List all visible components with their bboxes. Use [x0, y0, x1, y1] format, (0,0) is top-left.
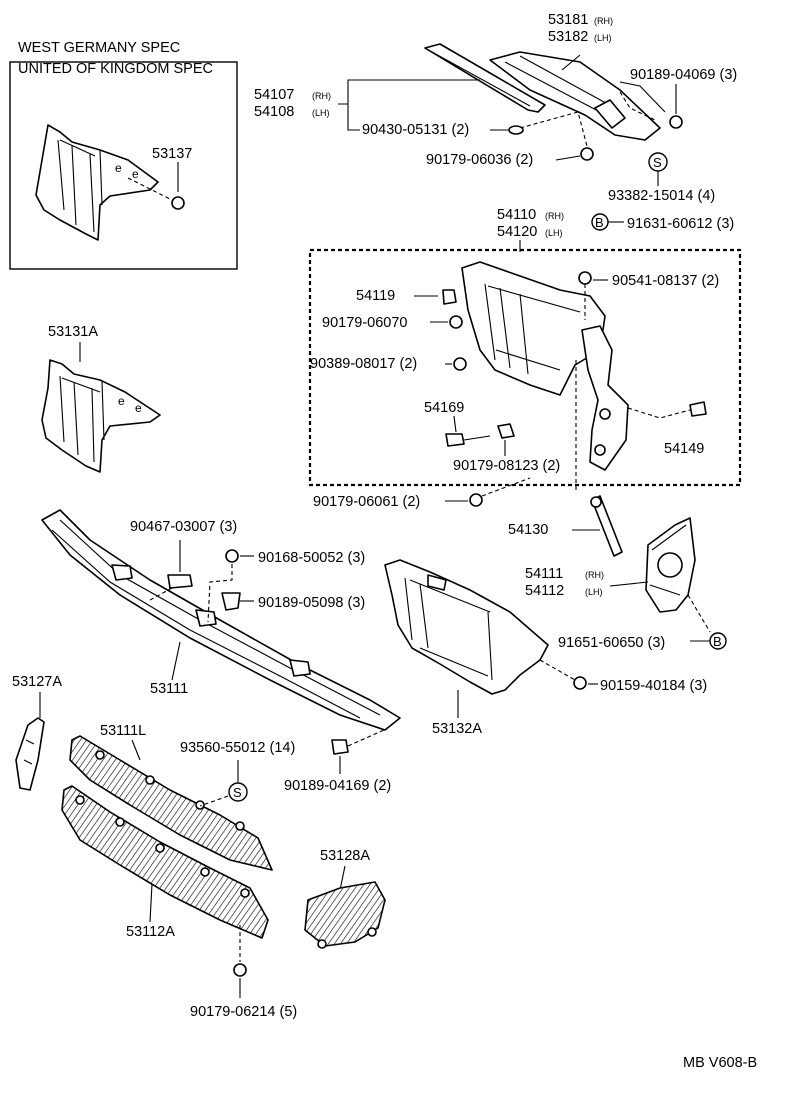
label-54120-side: (LH)	[545, 228, 563, 238]
upper-panel-group: 53111 90467-03007 (3) 90168-50052 (3) 90…	[41, 509, 401, 731]
label-54111: 54111	[525, 566, 563, 582]
label-54130: 54130	[508, 522, 548, 538]
label-93382-15014: 93382-15014 (4)	[608, 188, 715, 204]
variant-title-line2: UNITED OF KINGDOM SPEC	[18, 61, 213, 77]
label-90159-40184: 90159-40184 (3)	[600, 678, 707, 694]
part-53111L-grille	[69, 735, 273, 871]
label-53181: 53181	[548, 12, 588, 28]
part-53112A-grille	[61, 785, 269, 939]
label-53182: 53182	[548, 29, 588, 45]
label-90179-06070: 90179-06070	[322, 315, 407, 331]
part-53111-upper-panel	[41, 509, 401, 731]
screw-90179-06036	[580, 147, 594, 161]
s-symbol-93382-letter: S	[653, 155, 662, 170]
label-90467-03007: 90467-03007 (3)	[130, 519, 237, 535]
upper-support-group: 53181 (RH) 53182 (LH) 54107 (RH) 54108 (…	[254, 12, 737, 204]
svg-text:e: e	[132, 167, 139, 181]
label-54169: 54169	[424, 400, 464, 416]
label-91651-60650: 91651-60650 (3)	[558, 635, 665, 651]
s-symbol-93560-letter: S	[233, 785, 242, 800]
left-bracket-group: 53131A e e	[41, 324, 161, 473]
bushing-90389	[453, 357, 467, 371]
part-53128A-cover	[304, 881, 386, 947]
svg-text:e: e	[115, 161, 122, 175]
drawing-code: MB V608-B	[683, 1055, 757, 1071]
label-54108: 54108	[254, 104, 294, 120]
label-90189-04069: 90189-04069 (3)	[630, 67, 737, 83]
grille-upper-group: 53111L 93560-55012 (14) S 90189-04169 (2…	[69, 723, 391, 871]
clip-90189-05098	[221, 592, 241, 611]
label-53128A: 53128A	[320, 848, 370, 864]
label-54107-side: (RH)	[312, 91, 331, 101]
hood-rod-group: 54130 54111 (RH) 54112 (LH) 91651-60650 …	[508, 495, 727, 651]
label-53137: 53137	[152, 146, 192, 162]
bolt-53137	[171, 196, 185, 210]
clip-90467	[167, 574, 193, 589]
label-54149: 54149	[664, 441, 704, 457]
s-symbol-93560	[228, 782, 248, 802]
label-54110: 54110	[497, 207, 536, 223]
screw-90168	[225, 549, 239, 563]
label-93560-55012: 93560-55012 (14)	[180, 740, 295, 756]
label-53127A: 53127A	[12, 674, 62, 690]
label-53182-side: (LH)	[594, 33, 612, 43]
label-54108-side: (LH)	[312, 108, 330, 118]
screw-90179-06214	[233, 963, 247, 977]
part-53132A-side-support	[384, 559, 549, 695]
label-53111L: 53111L	[100, 723, 146, 739]
label-90541-08137: 90541-08137 (2)	[612, 273, 719, 289]
label-53112A: 53112A	[126, 924, 175, 940]
label-54119: 54119	[356, 288, 395, 304]
part-53137-bracket	[35, 124, 159, 241]
part-54149-bracket	[581, 325, 629, 471]
inset-frame	[9, 61, 238, 270]
label-90430-05131: 90430-05131 (2)	[362, 122, 469, 138]
svg-text:e: e	[118, 394, 125, 408]
label-54120: 54120	[497, 224, 537, 240]
variant-title-line1: WEST GERMANY SPEC	[18, 40, 180, 56]
label-90179-06214: 90179-06214 (5)	[190, 1004, 297, 1020]
nut-90179-06070	[449, 315, 463, 329]
bolt-90189-04069	[669, 115, 683, 129]
label-53131A: 53131A	[48, 324, 98, 340]
side-support-group: 53132A 90159-40184 (3)	[384, 559, 707, 737]
label-91631-60612: 91631-60612 (3)	[627, 216, 734, 232]
label-54112: 54112	[525, 583, 564, 599]
screw-90189-04169	[331, 739, 349, 755]
nut-90541	[578, 271, 592, 285]
corner-group: 53127A	[12, 674, 62, 791]
label-90189-05098: 90189-05098 (3)	[258, 595, 365, 611]
part-53131A-bracket	[41, 359, 161, 473]
nut-90179-06061	[469, 493, 483, 507]
label-90179-06036: 90179-06036 (2)	[426, 152, 533, 168]
label-53181-side: (RH)	[594, 16, 613, 26]
label-53132A: 53132A	[432, 721, 482, 737]
label-90389-08017: 90389-08017 (2)	[310, 356, 417, 372]
nut-90179-08123	[497, 423, 515, 439]
cover-group: 53128A	[304, 848, 386, 949]
b-symbol-91631-letter: B	[595, 215, 604, 230]
clip-54149	[689, 401, 707, 417]
bolt-90159	[573, 676, 587, 690]
part-54107-support-bar	[424, 43, 546, 113]
label-90168-50052: 90168-50052 (3)	[258, 550, 365, 566]
spec-inset: WEST GERMANY SPEC UNITED OF KINGDOM SPEC…	[9, 40, 238, 270]
svg-text:e: e	[135, 401, 142, 415]
label-54107: 54107	[254, 87, 294, 103]
label-90189-04169: 90189-04169 (2)	[284, 778, 391, 794]
bolt-54169	[445, 433, 465, 447]
b-symbol-91651-letter: B	[713, 634, 722, 649]
label-53111: 53111	[150, 681, 188, 697]
label-90179-08123: 90179-08123 (2)	[453, 458, 560, 474]
grille-lower-group: 53112A 90179-06214 (5)	[61, 785, 297, 1020]
headlamp-housing-group: 54110 (RH) 54120 (LH) B 91631-60612 (3) …	[308, 207, 742, 510]
label-54111-side: (RH)	[585, 570, 604, 580]
part-53127A-corner	[15, 717, 45, 791]
label-54110-side: (RH)	[545, 211, 564, 221]
clip-90430	[508, 125, 524, 135]
bolt-54119	[442, 289, 457, 305]
label-54112-side: (LH)	[585, 587, 603, 597]
label-90179-06061: 90179-06061 (2)	[313, 494, 420, 510]
